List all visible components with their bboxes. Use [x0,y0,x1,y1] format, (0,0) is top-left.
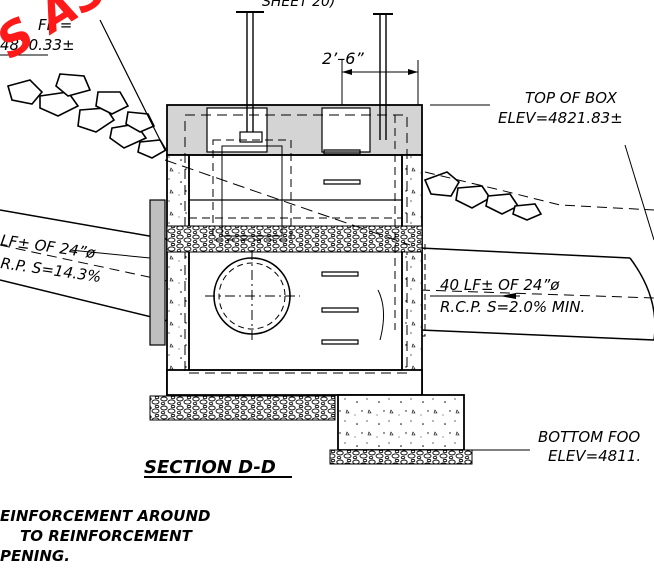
section-title: SECTION D-D [144,457,276,478]
box-structure [166,104,423,396]
right-pipe-slope: R.C.P. S=2.0% MIN. [440,298,585,316]
riprap-right [423,171,543,221]
fl-label: FL = [38,16,72,34]
top-of-box-elev: ELEV=4821.83± [498,109,623,127]
top-of-box-label: TOP OF BOX [525,89,618,107]
riprap-left [7,73,168,159]
bottom-footing-elev: ELEV=4811. [548,447,641,465]
fl-value: 4820.33± [0,36,75,54]
pipe-opening [205,250,300,342]
stamp-watermark: S AS [0,0,116,69]
dimension-label: 2’–6” [322,49,364,68]
right-pipe-label: 40 LF± OF 24”ø [440,276,560,294]
note-line-2: TO REINFORCEMENT [20,527,194,545]
note-line-3: PENING. [0,547,70,565]
footing [149,394,473,465]
dimension-2-6 [341,60,419,105]
ladder-rungs [321,149,361,345]
bottom-footing-label: BOTTOM FOO [538,428,640,446]
sheet-ref: SHEET 20) [262,0,335,10]
note-line-1: EINFORCEMENT AROUND [0,507,210,525]
gate-rods [212,11,393,241]
